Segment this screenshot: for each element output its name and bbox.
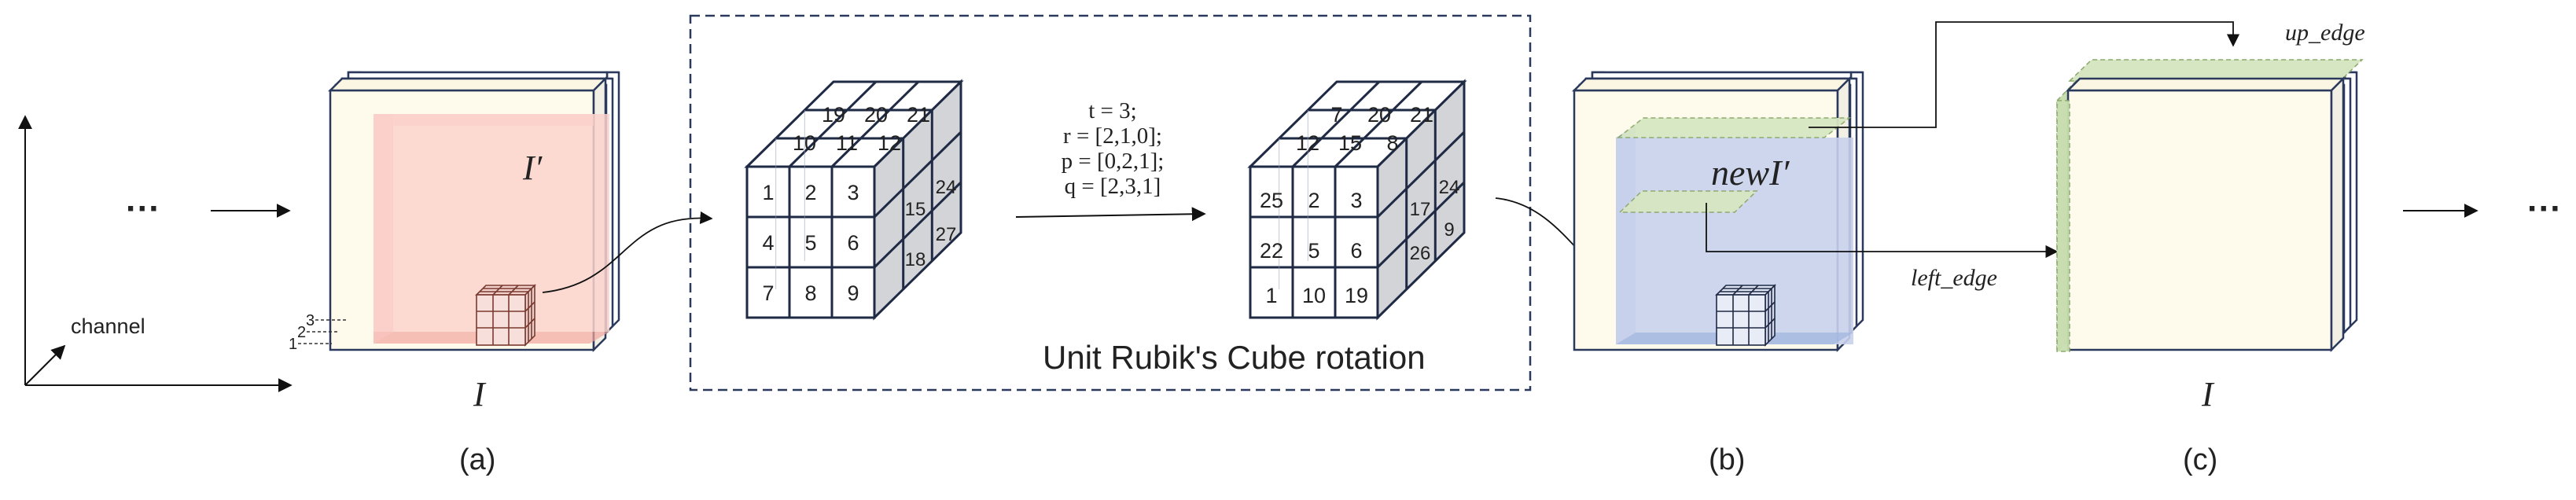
label-up-edge: up_edge — [2285, 20, 2365, 46]
cube-after-side-cell: 24 — [1439, 177, 1460, 198]
left-edge-strip — [1618, 190, 1758, 213]
cube-after-front-cell: 25 — [1260, 189, 1283, 212]
layer-index-labels: 3 2 1 — [289, 312, 346, 353]
cube-after-front-cell: 19 — [1345, 284, 1368, 307]
cube-before: 1 2 3 4 5 6 7 8 9 10 11 12 19 20 21 15 1… — [744, 79, 964, 321]
cube-after-top-cell: 15 — [1338, 131, 1362, 155]
front-layer — [2065, 75, 2346, 353]
cube-after-front-cell: 10 — [1302, 284, 1326, 307]
cube-after-top-cell: 12 — [1296, 131, 1319, 155]
panel-a-stack: I′ 3 2 1 I (a) — [289, 71, 620, 476]
panel-b-stack: newI′ (b) — [1571, 71, 1864, 476]
rubik-title: Unit Rubik's Cube rotation — [1043, 339, 1426, 376]
caption-b: (b) — [1709, 443, 1745, 476]
axes: channel — [18, 115, 293, 392]
rotation-params: t = 3; r = [2,1,0]; p = [0,2,1]; q = [2,… — [1062, 98, 1165, 199]
label-left-edge: left_edge — [1911, 265, 1997, 291]
panel-c-stack: I (c) — [2056, 59, 2364, 476]
up-edge-strip — [2068, 59, 2364, 82]
param-r: r = [2,1,0]; — [1063, 123, 1162, 149]
new-feature-region — [1616, 126, 1853, 344]
layer-label-1: 1 — [289, 336, 297, 353]
cube-after-top-cell: 7 — [1330, 103, 1342, 127]
cube-before-front-cell: 7 — [762, 281, 774, 305]
cube-before-front-cell: 8 — [804, 281, 816, 305]
cube-before-front-cell: 9 — [847, 281, 859, 305]
param-p: p = [0,2,1]; — [1062, 149, 1165, 174]
top-edge-strip — [1616, 117, 1852, 138]
cube-after-front-cell: 1 — [1265, 284, 1277, 307]
label-I-c: I — [2201, 375, 2215, 414]
param-q: q = [2,3,1] — [1065, 174, 1161, 199]
channel-axis-label: channel — [71, 314, 145, 338]
sub-feature-region-I-prime — [374, 114, 613, 344]
cube-after-front-cell: 6 — [1350, 239, 1362, 263]
cube-before-top-cell: 21 — [907, 103, 930, 127]
rubik-rotation-box: 1 2 3 4 5 6 7 8 9 10 11 12 19 20 21 15 1… — [689, 14, 1532, 392]
layer-label-2: 2 — [297, 324, 306, 341]
cube-before-front-cell: 2 — [804, 181, 816, 204]
unit-cube-small — [475, 284, 536, 347]
cube-after: 25 2 3 22 5 6 1 10 19 12 15 8 7 20 21 17… — [1247, 79, 1467, 321]
cube-after-top-cell: 8 — [1386, 131, 1398, 155]
cube-before-side-cell: 15 — [905, 199, 926, 220]
cube-after-top-cell: 20 — [1367, 103, 1391, 127]
cube-before-side-cell: 24 — [936, 177, 957, 198]
rubik-box-border — [689, 14, 1532, 392]
caption-c: (c) — [2183, 443, 2217, 476]
cube-after-front-cell: 2 — [1308, 189, 1319, 212]
cube-before-top-cell: 10 — [793, 131, 816, 155]
cube-after-top-cell: 21 — [1410, 103, 1433, 127]
cube-before-top-cell: 20 — [864, 103, 888, 127]
cube-before-front-cell: 1 — [762, 181, 774, 204]
cube-before-front-cell: 6 — [847, 231, 859, 255]
label-newI-prime: newI′ — [1711, 153, 1790, 193]
caption-a: (a) — [459, 443, 495, 476]
edge-connectors — [1706, 21, 2240, 259]
left-edge-face — [2056, 100, 2070, 352]
cube-before-front-cell: 3 — [847, 181, 859, 204]
cube-after-front-cell: 5 — [1308, 239, 1319, 263]
cube-before-front-cell: 5 — [804, 231, 816, 255]
ellipsis-left: ··· — [126, 189, 160, 228]
rotation-arrow — [1015, 207, 1206, 222]
cube-before-side-cell: 27 — [936, 224, 957, 245]
cube-after-side-cell: 17 — [1410, 199, 1431, 220]
layer-label-3: 3 — [306, 312, 315, 329]
cube-after-side-cell: 26 — [1410, 243, 1431, 264]
cube-before-top-cell: 19 — [822, 103, 845, 127]
unit-cube-small-b — [1715, 284, 1776, 347]
cube-after-side-cell: 9 — [1444, 219, 1454, 241]
cube-after-front-cell: 3 — [1350, 189, 1362, 212]
arrow-a-to-rubik — [542, 211, 713, 293]
param-t: t = 3; — [1088, 98, 1136, 123]
label-I-a: I — [473, 375, 487, 414]
cube-before-top-cell: 11 — [836, 131, 858, 155]
ellipsis-right: ··· — [2527, 189, 2562, 228]
cube-after-front-cell: 22 — [1260, 239, 1283, 263]
cube-before-front-cell: 4 — [762, 231, 774, 255]
cube-before-side-cell: 18 — [905, 249, 926, 270]
cube-before-top-cell: 12 — [878, 131, 901, 155]
label-I-prime: I′ — [522, 149, 543, 187]
